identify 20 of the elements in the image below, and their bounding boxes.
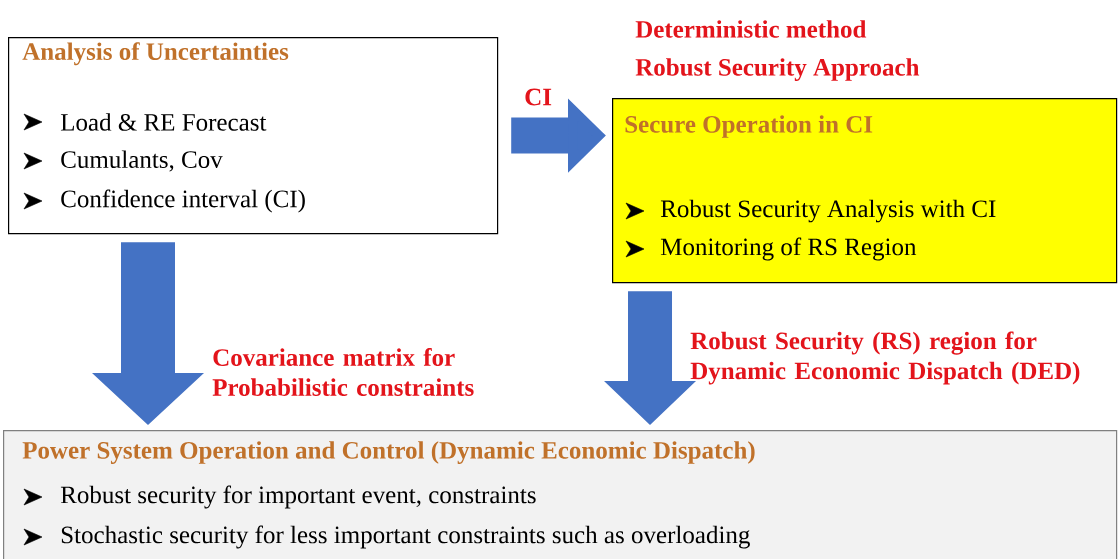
bullet-item: Monitoring of RS Region bbox=[660, 237, 917, 261]
bullet-item: Robust Security Analysis with CI bbox=[660, 199, 996, 223]
box-heading: Analysis of Uncertainties bbox=[22, 42, 289, 66]
text-box bbox=[612, 98, 1118, 284]
box-heading: Power System Operation and Control (Dynamic Economic Dispatch) bbox=[22, 441, 755, 464]
side-note: Deterministic method bbox=[635, 20, 867, 38]
block-arrow bbox=[92, 242, 204, 425]
text-box bbox=[8, 37, 499, 235]
edge-label: CI bbox=[525, 88, 552, 106]
box-heading: Secure Operation in CI bbox=[625, 115, 873, 138]
side-note: Robust Security Approach bbox=[635, 58, 920, 81]
text-box bbox=[3, 430, 1118, 559]
bullet-item: Cumulants, Cov bbox=[61, 150, 223, 172]
edge-label: Covariance matrix for Probabilistic constraints bbox=[212, 348, 474, 396]
bullet-item: Stochastic security for less important constraints such as overloading bbox=[61, 525, 750, 549]
block-arrow bbox=[604, 291, 696, 425]
edge-label: Robust Security (RS) region for Dynamic Economic Dispatch (DED) bbox=[690, 331, 1080, 385]
bullet-item: Confidence interval (CI) bbox=[61, 189, 305, 213]
bullet-item: Load & RE Forecast bbox=[60, 113, 267, 131]
bullet-item: Robust security for important event, constraints bbox=[60, 485, 536, 509]
